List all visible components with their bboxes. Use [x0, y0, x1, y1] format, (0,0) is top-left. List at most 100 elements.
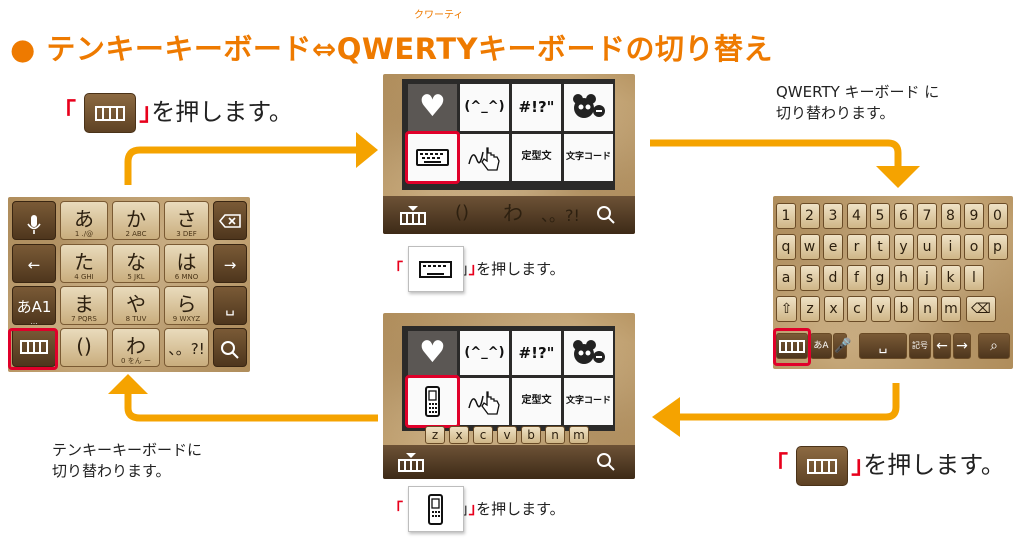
qwerty-key[interactable]: v: [870, 296, 891, 322]
space-key[interactable]: ␣: [859, 333, 907, 359]
tenkey-key[interactable]: ←: [12, 244, 56, 283]
qwerty-key[interactable]: o: [964, 234, 984, 260]
key-label: ␣: [225, 298, 235, 316]
tenkey-key[interactable]: [213, 328, 247, 367]
qwerty-key[interactable]: f: [846, 265, 867, 291]
caption-middle-top: 「 」」を押します。: [388, 246, 565, 292]
grid-keyboard-key[interactable]: [776, 333, 808, 359]
arrow-head-left: [652, 397, 680, 437]
qwerty-key[interactable]: u: [917, 234, 937, 260]
qwerty-key[interactable]: 4: [846, 203, 867, 229]
qwerty-key[interactable]: e: [823, 234, 843, 260]
heart-icon: ♥: [419, 89, 446, 124]
mode-key[interactable]: あA: [810, 333, 832, 359]
tenkey-key[interactable]: あA1…: [12, 286, 56, 326]
heart-cell[interactable]: ♥: [408, 84, 457, 131]
mic-key[interactable]: 🎤: [833, 333, 851, 359]
qwerty-key[interactable]: h: [893, 265, 914, 291]
backspace-key[interactable]: ⌫: [966, 296, 996, 322]
symbol-cell[interactable]: #!?": [512, 84, 561, 131]
qwerty-key[interactable]: k: [940, 265, 961, 291]
charcode-cell[interactable]: 文字コード: [564, 378, 613, 425]
qwerty-key[interactable]: 3: [823, 203, 843, 229]
qwerty-key[interactable]: t: [870, 234, 890, 260]
tenkey-key[interactable]: [12, 201, 56, 240]
key-label: は: [176, 250, 197, 274]
handwrite-cell[interactable]: [460, 378, 509, 425]
qwerty-key[interactable]: z: [800, 296, 820, 322]
phone-key-cell[interactable]: [408, 378, 457, 425]
qwerty-key[interactable]: d: [823, 265, 843, 291]
left-key[interactable]: ←: [933, 333, 951, 359]
tenkey-key[interactable]: (): [60, 328, 108, 367]
qwerty-key[interactable]: 8: [940, 203, 961, 229]
mic-icon: [13, 212, 55, 242]
qwerty-key[interactable]: q: [776, 234, 796, 260]
key-sublabel: 3 DEF: [176, 230, 197, 238]
tenkey-key[interactable]: ␣: [213, 286, 247, 325]
qwerty-key[interactable]: p: [987, 234, 1008, 260]
caption-right: 「 」」を押します。: [764, 445, 1005, 486]
qwerty-key[interactable]: l: [964, 265, 984, 291]
qwerty-key[interactable]: r: [846, 234, 867, 260]
key-label: わ: [126, 334, 146, 358]
charcode-cell[interactable]: 文字コード: [564, 134, 613, 181]
phone-key-chip: [407, 486, 464, 532]
search-key[interactable]: ⌕: [978, 333, 1010, 359]
deco-cell[interactable]: [564, 84, 613, 131]
qwerty-key[interactable]: n: [917, 296, 938, 322]
arrow-path-topright: [650, 139, 902, 166]
arrow-head-down: [876, 166, 920, 188]
tenkey-key[interactable]: [12, 328, 56, 367]
qwerty-key[interactable]: i: [940, 234, 961, 260]
qwerty-key[interactable]: 2: [799, 203, 820, 229]
qwerty-key[interactable]: 5: [870, 203, 890, 229]
input-mode-popup: ♥ (^_^) #!?" 定型文 文字コード: [402, 79, 615, 190]
template-cell[interactable]: 定型文: [512, 134, 561, 181]
template-cell[interactable]: 定型文: [512, 378, 561, 425]
qwerty-key[interactable]: g: [870, 265, 890, 291]
qwerty-key[interactable]: y: [893, 234, 914, 260]
qwerty-key[interactable]: 6: [893, 203, 914, 229]
arrow-head-right: [356, 132, 378, 168]
symbol-key[interactable]: 記号: [909, 333, 931, 359]
tenkey-key[interactable]: [213, 201, 247, 240]
qwerty-key[interactable]: 7: [917, 203, 937, 229]
key-sublabel: …: [30, 318, 38, 326]
qwerty-key[interactable]: x: [823, 296, 844, 322]
emoticon-cell[interactable]: (^_^): [460, 84, 509, 131]
key-label: な: [126, 250, 146, 274]
key-sublabel: 8 TUV: [125, 315, 147, 323]
qwerty-key[interactable]: c: [847, 296, 867, 322]
tenkey-key[interactable]: →: [213, 244, 247, 283]
symbol-cell[interactable]: #!?": [512, 331, 561, 375]
right-key[interactable]: →: [953, 333, 971, 359]
deco-cell[interactable]: [564, 331, 613, 375]
qwerty-key[interactable]: m: [941, 296, 961, 322]
caption-middle-bottom-text: 」を押します。: [461, 499, 565, 518]
qwerty-key[interactable]: s: [799, 265, 820, 291]
tenkey-key[interactable]: 、。?!: [164, 328, 209, 367]
qwerty-key[interactable]: 0: [987, 203, 1008, 229]
qwerty-key[interactable]: 9: [964, 203, 984, 229]
emoticon-cell[interactable]: (^_^): [460, 331, 509, 375]
qwerty-key[interactable]: j: [917, 265, 937, 291]
handwrite-cell[interactable]: [460, 134, 509, 181]
qwerty-key[interactable]: w: [799, 234, 820, 260]
heart-cell[interactable]: ♥: [408, 331, 457, 375]
qwerty-key[interactable]: b: [894, 296, 914, 322]
shift-key[interactable]: ⇧: [776, 296, 797, 322]
qwerty-key[interactable]: 1: [776, 203, 796, 229]
keyboard-cell[interactable]: [408, 134, 457, 181]
qwerty-key[interactable]: a: [776, 265, 796, 291]
